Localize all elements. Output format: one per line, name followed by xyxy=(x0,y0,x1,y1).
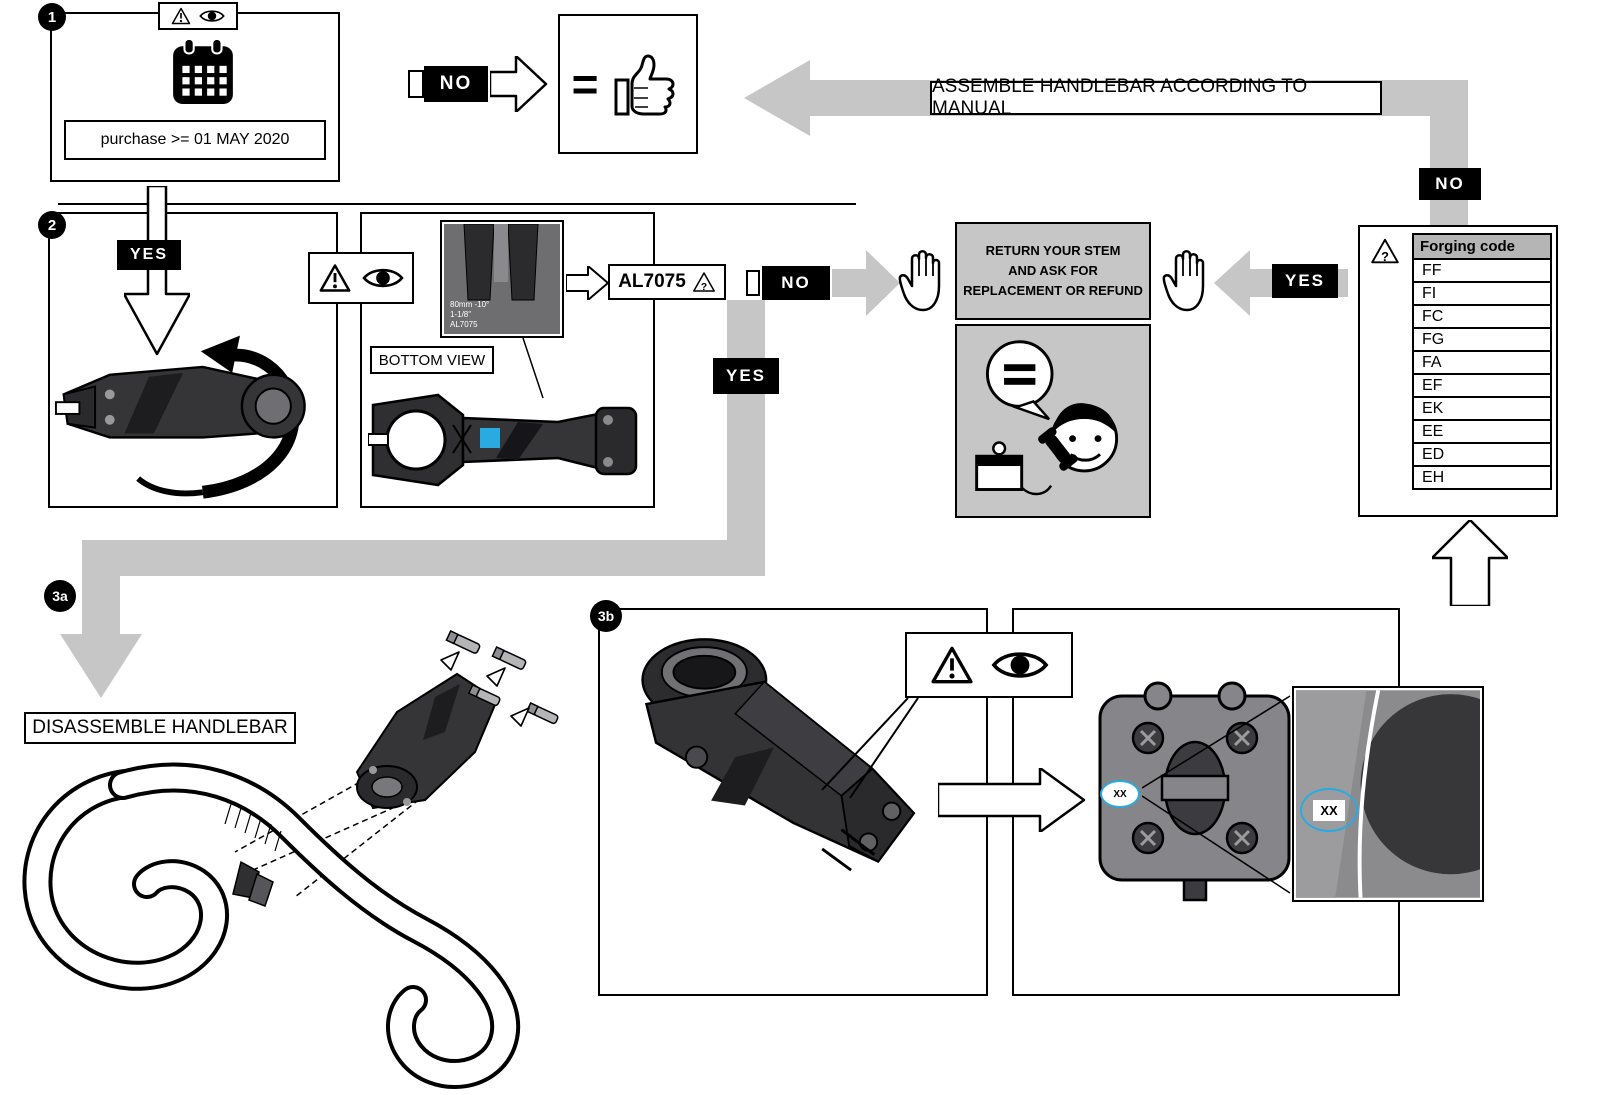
exploded-stem xyxy=(355,672,499,810)
step-3b-badge: 3b xyxy=(590,600,622,632)
arrow-down-outline-icon xyxy=(124,186,190,356)
forging-code-row: EF xyxy=(1412,373,1552,398)
arrow-small-right-icon xyxy=(566,266,608,300)
forging-code-location-zoom: XX xyxy=(1300,788,1358,832)
path-yes-vertical xyxy=(727,300,765,558)
section-divider xyxy=(58,203,856,205)
customer-service-illustration xyxy=(975,340,1119,496)
no-code-label: NO xyxy=(1419,168,1481,200)
forging-code-row: ED xyxy=(1412,442,1552,467)
check-date-icons xyxy=(158,2,238,30)
step-3a-badge: 3a xyxy=(44,580,76,612)
forging-code-row: FA xyxy=(1412,350,1552,375)
path-yes-horizontal xyxy=(82,540,765,576)
eye-icon xyxy=(199,10,225,22)
calendar-icon xyxy=(173,38,233,104)
question-triangle-icon: ? xyxy=(692,272,715,293)
no-alloy-tab xyxy=(746,270,760,296)
step-1-badge: 1 xyxy=(38,3,66,31)
inspect-icons xyxy=(308,252,414,304)
warning-icon xyxy=(171,7,191,25)
no-alloy-label: NO xyxy=(762,266,830,300)
arrow-up-outline-icon xyxy=(1432,520,1508,606)
arrow-right-outline-icon xyxy=(938,768,1086,832)
eye-icon xyxy=(991,652,1049,678)
forging-code-row: FG xyxy=(1412,327,1552,352)
return-line-2: AND ASK FOR xyxy=(1008,262,1098,278)
arrow-left-head xyxy=(744,60,810,136)
arrow-down-head xyxy=(60,634,142,698)
forging-code-row: EH xyxy=(1412,465,1552,490)
forging-code-row: FF xyxy=(1412,258,1552,283)
yes-code-label: YES xyxy=(1272,264,1338,298)
forging-code-table: Forging code FF FI FC FG FA EF EK EE ED … xyxy=(1412,233,1552,490)
eye-icon xyxy=(362,268,404,288)
code-leader-lines xyxy=(1142,695,1291,894)
alloy-check-label: AL7075 ? xyxy=(608,264,726,300)
stop-hand-icon xyxy=(898,250,941,312)
assemble-text: ASSEMBLE HANDLEBAR ACCORDING TO MANUAL xyxy=(932,76,1308,119)
customer-service-panel xyxy=(955,324,1151,518)
bottom-view-label: BOTTOM VIEW xyxy=(370,346,494,374)
forging-code-header: Forging code xyxy=(1412,233,1552,260)
code-inspect-icons xyxy=(905,632,1073,698)
return-line-1: RETURN YOUR STEM xyxy=(985,242,1121,258)
handlebar-illustration xyxy=(22,630,559,1089)
path-yes-down xyxy=(82,576,120,636)
question-triangle-icon: ? xyxy=(1371,238,1399,264)
stem-bottom-illustration xyxy=(368,393,638,487)
assemble-banner: ASSEMBLE HANDLEBAR ACCORDING TO MANUAL xyxy=(930,76,1382,119)
stem-zoom-panel: 80mm -10° 1-1/8" AL7075 xyxy=(440,220,564,338)
stem-side-illustration xyxy=(54,335,306,499)
ok-panel: = xyxy=(558,14,698,154)
purchase-date-text: purchase >= 01 MAY 2020 xyxy=(100,131,290,148)
stem-3d-illustration xyxy=(641,638,916,872)
path-right-vertical xyxy=(1430,80,1468,225)
alloy-text: AL7075 xyxy=(618,271,686,292)
return-stem-panel: RETURN YOUR STEM AND ASK FOR REPLACEMENT… xyxy=(955,222,1151,320)
warning-icon xyxy=(931,646,973,684)
purchase-date-label: purchase >= 01 MAY 2020 xyxy=(64,120,326,160)
faceplate-illustration xyxy=(1098,681,1291,902)
forging-code-row: EK xyxy=(1412,396,1552,421)
zoom-leader-line xyxy=(522,338,544,399)
step-2-panel xyxy=(48,212,338,508)
step-2-badge: 2 xyxy=(38,211,66,239)
disassemble-label: DISASSEMBLE HANDLEBAR xyxy=(24,712,296,744)
forging-code-row: FI xyxy=(1412,281,1552,306)
arrow-right-outline-icon xyxy=(490,56,548,112)
arrow-gray-right-icon xyxy=(832,250,900,316)
svg-text:?: ? xyxy=(701,282,707,293)
stem-zoom-illustration xyxy=(444,224,560,334)
svg-text:?: ? xyxy=(1381,249,1389,264)
yes-alloy-label: YES xyxy=(713,358,779,394)
forging-code-row: FC xyxy=(1412,304,1552,329)
warning-icon xyxy=(319,264,351,292)
stop-hand-icon xyxy=(1162,250,1205,312)
forging-code-panel: ? Forging code FF FI FC FG FA EF EK EE E… xyxy=(1358,225,1558,517)
warning-leader-lines xyxy=(821,698,919,799)
step-1-label: 1 xyxy=(47,8,57,26)
forging-code-location: XX xyxy=(1100,780,1140,808)
no-date-label: NO xyxy=(424,66,488,102)
yes-date-label: YES xyxy=(117,240,181,270)
thumbs-up-icon xyxy=(614,54,675,116)
zoom-spec-line3: AL7075 xyxy=(450,320,478,329)
equals-sign: = xyxy=(571,58,599,110)
forging-code-row: EE xyxy=(1412,419,1552,444)
zoom-spec-line1: 80mm -10° xyxy=(450,300,490,309)
return-line-3: REPLACEMENT OR REFUND xyxy=(963,283,1143,299)
no-date-tab xyxy=(408,70,424,98)
zoom-spec-line2: 1-1/8" xyxy=(450,310,472,319)
